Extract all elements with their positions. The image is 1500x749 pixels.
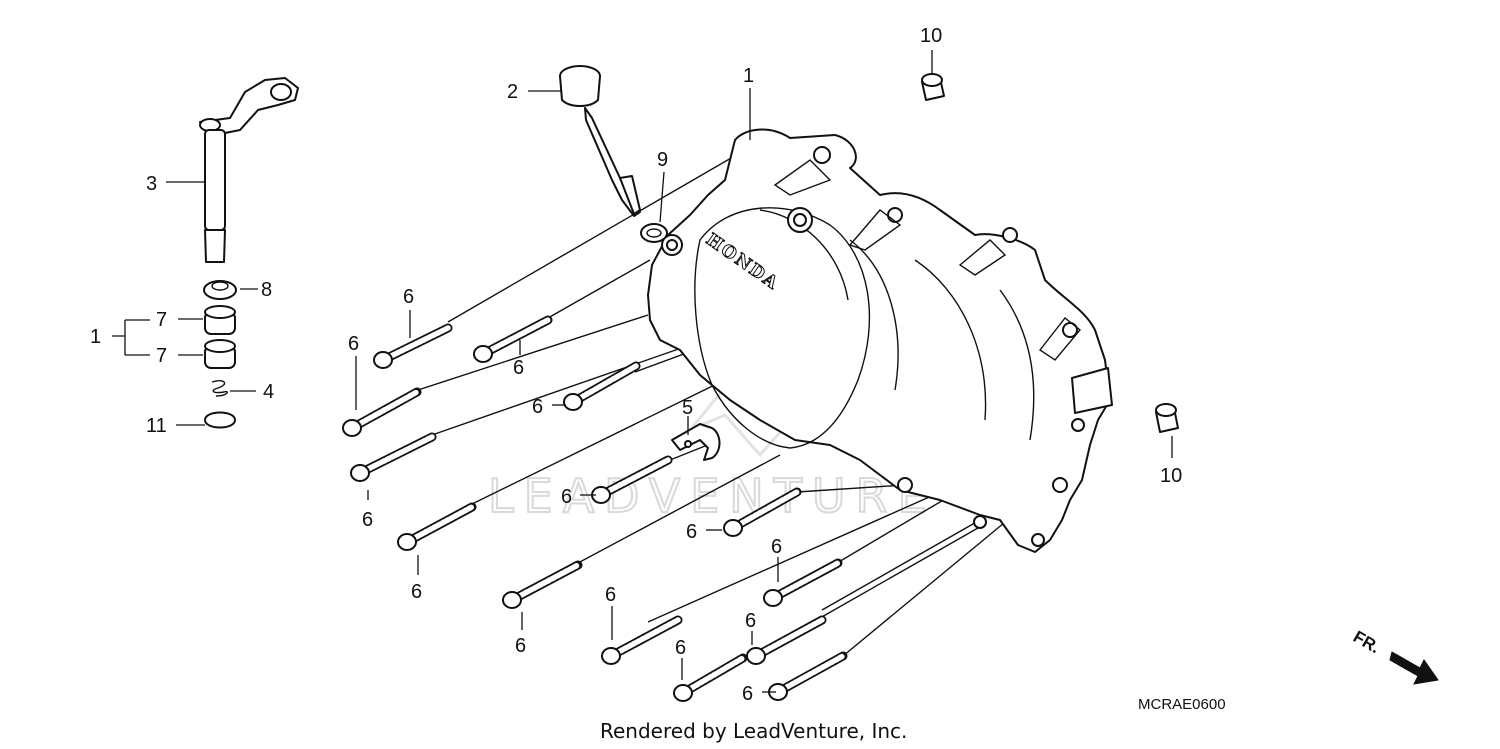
callout-10-right: 10	[1160, 465, 1182, 487]
callout-6: 6	[686, 521, 697, 543]
callout-8: 8	[261, 279, 272, 301]
snap-ring	[204, 411, 236, 429]
flange-bolt	[723, 487, 802, 537]
callout-6: 6	[561, 486, 572, 508]
callout-6: 6	[403, 286, 414, 308]
callout-6: 6	[771, 536, 782, 558]
callout-5: 5	[682, 397, 693, 419]
oil-filler-cap	[559, 65, 641, 217]
callout-1-cover: 1	[743, 65, 754, 87]
bolts-group	[342, 315, 848, 702]
flange-bolt	[563, 361, 641, 411]
watermark: LEADVENTURE	[487, 342, 937, 524]
callout-7-upper: 7	[156, 309, 167, 331]
spring	[211, 379, 228, 397]
callout-6: 6	[745, 610, 756, 632]
flange-bolt	[342, 387, 422, 437]
callout-10-upper: 10	[920, 25, 942, 47]
flange-bolt	[763, 558, 843, 607]
callout-leaders	[112, 50, 1173, 693]
callout-9: 9	[657, 149, 668, 171]
callout-4: 4	[263, 381, 274, 403]
watermark-text: LEADVENTURE	[488, 469, 937, 523]
callout-11: 11	[146, 415, 167, 437]
footer-credit: Rendered by LeadVenture, Inc.	[600, 719, 907, 743]
bearing-8	[203, 280, 237, 300]
flange-bolt	[746, 615, 827, 665]
flange-bolt	[397, 502, 477, 551]
callout-labels: 1 1 2 3 4 5 6 6 6 6 6 6 6 6 6 6 6 6 6 6 …	[90, 25, 1182, 705]
clutch-lifter-arm	[199, 77, 299, 263]
callout-3: 3	[146, 173, 157, 195]
clip-bracket	[671, 423, 721, 461]
callout-7-lower: 7	[156, 345, 167, 367]
callout-6: 6	[515, 635, 526, 657]
front-label: FR.	[1350, 627, 1383, 657]
needle-bearing-lower	[204, 339, 236, 369]
front-direction-indicator: FR.	[1350, 627, 1439, 685]
flange-bolt	[350, 432, 437, 482]
callout-6: 6	[513, 357, 524, 379]
o-ring	[640, 223, 668, 243]
front-arrow-icon	[1389, 651, 1439, 685]
flange-bolt	[473, 315, 553, 363]
callout-6: 6	[532, 396, 543, 418]
needle-bearing-upper	[204, 305, 236, 335]
callout-6: 6	[362, 509, 373, 531]
flange-bolt	[673, 653, 748, 702]
callout-6: 6	[605, 584, 616, 606]
flange-bolt	[373, 323, 453, 369]
callout-1-bearing-set: 1	[90, 326, 101, 348]
callout-6: 6	[742, 683, 753, 705]
callout-6: 6	[411, 581, 422, 603]
callout-6: 6	[348, 333, 359, 355]
dowel-pin-upper	[921, 73, 945, 101]
flange-bolt	[768, 651, 848, 701]
flange-bolt	[591, 455, 673, 504]
callout-6: 6	[675, 637, 686, 659]
dowel-pin-right	[1155, 403, 1179, 433]
flange-bolt	[502, 560, 583, 609]
callout-2: 2	[507, 81, 518, 103]
flange-bolt	[601, 615, 683, 665]
left-crankcase-cover: HONDA	[647, 128, 1113, 553]
diagram-code: MCRAE0600	[1138, 696, 1226, 713]
